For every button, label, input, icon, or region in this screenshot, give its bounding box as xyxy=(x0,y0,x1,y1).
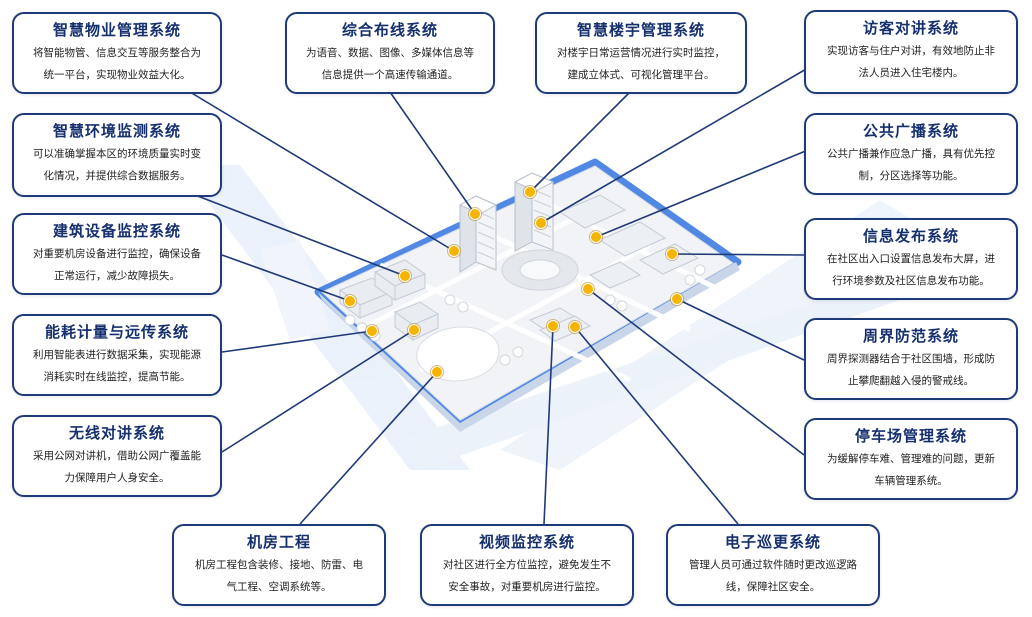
description-line: 周界探测器结合于社区围墙，形成防 xyxy=(827,353,995,365)
system-description: 周界探测器结合于社区围墙，形成防止攀爬翻越入侵的警戒线。 xyxy=(806,348,1016,392)
description-line: 利用智能表进行数据采集，实现能源 xyxy=(33,349,201,361)
system-description: 管理人员可通过软件随时更改巡逻路线，保障社区安全。 xyxy=(668,554,878,598)
description-line: 实现访客与住户对讲，有效地防止非 xyxy=(827,45,995,57)
system-title: 智慧物业管理系统 xyxy=(52,21,181,39)
description-line: 对社区进行全方位监控，避免发生不 xyxy=(443,559,611,571)
system-title: 综合布线系统 xyxy=(341,21,438,39)
system-card-visitor-intercom: 访客对讲系统实现访客与住户对讲，有效地防止非法人员进入住宅楼内。 xyxy=(804,10,1018,94)
system-title: 无线对讲系统 xyxy=(68,424,165,442)
description-line: 管理人员可通过软件随时更改巡逻路 xyxy=(689,559,857,571)
system-card-smart-building: 智慧楼宇管理系统对楼宇日常运营情况进行实时监控， 建成立体式、可视化管理平台。 xyxy=(535,12,747,94)
marker-dot-patrol xyxy=(569,321,581,333)
system-description: 对楼宇日常运营情况进行实时监控， 建成立体式、可视化管理平台。 xyxy=(537,42,745,86)
marker-dot-energy xyxy=(366,325,378,337)
system-title: 信息发布系统 xyxy=(862,227,959,245)
marker-dot-smart-property xyxy=(448,245,460,257)
description-line: 行环境参数及社区信息发布功能。 xyxy=(832,275,990,287)
system-card-environment: 智慧环境监测系统可以准确掌握本区的环境质量实时变化情况，并提供综合数据服务。 xyxy=(12,113,222,197)
description-line: 统一平台，实现物业效益大化。 xyxy=(43,69,191,81)
description-line: 将智能物管、信息交互等服务整合为 xyxy=(33,47,201,59)
system-title: 机房工程 xyxy=(246,533,311,551)
system-title: 建筑设备监控系统 xyxy=(52,222,181,240)
marker-dot-equipment xyxy=(344,295,356,307)
description-line: 机房工程包含装修、接地、防雷、电 xyxy=(195,559,363,571)
description-line: 为缓解停车难、管理难的问题，更新 xyxy=(827,453,995,465)
description-line: 车辆管理系统。 xyxy=(874,475,948,487)
system-title: 访客对讲系统 xyxy=(862,19,959,37)
marker-dot-smart-building xyxy=(524,186,536,198)
marker-dot-cabling xyxy=(469,208,481,220)
tower-2 xyxy=(513,172,555,252)
marker-dot-visitor-intercom xyxy=(535,217,547,229)
description-line: 建成立体式、可视化管理平台。 xyxy=(567,69,715,81)
description-line: 安全事故，对重要机房进行监控。 xyxy=(448,581,606,593)
system-card-smart-property: 智慧物业管理系统将智能物管、信息交互等服务整合为统一平台，实现物业效益大化。 xyxy=(12,12,222,94)
system-card-energy: 能耗计量与远传系统利用智能表进行数据采集，实现能源消耗实时在线监控，提高节能。 xyxy=(12,314,222,396)
system-description: 采用公网对讲机，借助公网广覆盖能力保障用户人身安全。 xyxy=(14,445,220,489)
system-title: 智慧楼宇管理系统 xyxy=(576,21,705,39)
system-description: 可以准确掌握本区的环境质量实时变化情况，并提供综合数据服务。 xyxy=(14,143,220,187)
marker-dot-wireless-intercom xyxy=(408,324,420,336)
tower-1 xyxy=(458,195,498,273)
system-description: 为缓解停车难、管理难的问题，更新车辆管理系统。 xyxy=(806,448,1016,492)
marker-dot-machine-room xyxy=(431,366,443,378)
system-title: 停车场管理系统 xyxy=(854,427,967,445)
system-card-machine-room: 机房工程机房工程包含装修、接地、防雷、电气工程、空调系统等。 xyxy=(172,524,386,606)
description-line: 在社区出入口设置信息发布大屏，进 xyxy=(827,253,995,265)
marker-dot-environment xyxy=(399,270,411,282)
system-description: 为语音、数据、图像、多媒体信息等信息提供一个高速传输通道。 xyxy=(287,42,493,86)
description-line: 止攀爬翻越入侵的警戒线。 xyxy=(848,375,974,387)
description-line: 可以准确掌握本区的环境质量实时变 xyxy=(33,148,201,160)
description-line: 化情况，并提供综合数据服务。 xyxy=(43,170,191,182)
system-card-equipment: 建筑设备监控系统对重要机房设备进行监控，确保设备正常运行，减少故障损失。 xyxy=(12,213,222,295)
system-title: 公共广播系统 xyxy=(862,122,959,140)
marker-dot-video xyxy=(547,320,559,332)
description-line: 信息提供一个高速传输通道。 xyxy=(321,69,459,81)
system-description: 实现访客与住户对讲，有效地防止非法人员进入住宅楼内。 xyxy=(806,40,1016,84)
system-description: 利用智能表进行数据采集，实现能源消耗实时在线监控，提高节能。 xyxy=(14,344,220,388)
system-card-broadcast: 公共广播系统公共广播兼作应急广播，具有优先控制，分区选择等功能。 xyxy=(804,113,1018,195)
marker-dot-perimeter xyxy=(671,293,683,305)
system-title: 视频监控系统 xyxy=(478,533,575,551)
description-line: 线，保障社区安全。 xyxy=(725,581,821,593)
description-line: 法人员进入住宅楼内。 xyxy=(858,67,964,79)
description-line: 采用公网对讲机，借助公网广覆盖能 xyxy=(33,450,201,462)
description-line: 气工程、空调系统等。 xyxy=(226,581,332,593)
system-card-perimeter: 周界防范系统周界探测器结合于社区围墙，形成防止攀爬翻越入侵的警戒线。 xyxy=(804,318,1018,400)
system-card-video: 视频监控系统对社区进行全方位监控，避免发生不安全事故，对重要机房进行监控。 xyxy=(420,524,634,606)
description-line: 公共广播兼作应急广播，具有优先控 xyxy=(827,148,995,160)
system-title: 周界防范系统 xyxy=(862,327,959,345)
marker-dot-broadcast xyxy=(590,231,602,243)
description-line: 对楼宇日常运营情况进行实时监控， xyxy=(557,47,725,59)
marker-dot-info-release xyxy=(666,248,678,260)
description-line: 制，分区选择等功能。 xyxy=(858,170,964,182)
system-card-cabling: 综合布线系统为语音、数据、图像、多媒体信息等信息提供一个高速传输通道。 xyxy=(285,12,495,94)
description-line: 消耗实时在线监控，提高节能。 xyxy=(43,371,191,383)
system-description: 对重要机房设备进行监控，确保设备正常运行，减少故障损失。 xyxy=(14,243,220,287)
system-description: 公共广播兼作应急广播，具有优先控制，分区选择等功能。 xyxy=(806,143,1016,187)
system-card-parking: 停车场管理系统为缓解停车难、管理难的问题，更新车辆管理系统。 xyxy=(804,418,1018,500)
system-title: 能耗计量与远传系统 xyxy=(44,323,189,341)
marker-dot-parking xyxy=(582,283,594,295)
system-description: 对社区进行全方位监控，避免发生不安全事故，对重要机房进行监控。 xyxy=(422,554,632,598)
system-card-wireless-intercom: 无线对讲系统采用公网对讲机，借助公网广覆盖能力保障用户人身安全。 xyxy=(12,415,222,497)
description-line: 对重要机房设备进行监控，确保设备 xyxy=(33,248,201,260)
system-description: 机房工程包含装修、接地、防雷、电气工程、空调系统等。 xyxy=(174,554,384,598)
system-description: 将智能物管、信息交互等服务整合为统一平台，实现物业效益大化。 xyxy=(14,42,220,86)
system-card-patrol: 电子巡更系统管理人员可通过软件随时更改巡逻路线，保障社区安全。 xyxy=(666,524,880,606)
description-line: 力保障用户人身安全。 xyxy=(64,472,170,484)
system-card-info-release: 信息发布系统在社区出入口设置信息发布大屏，进行环境参数及社区信息发布功能。 xyxy=(804,218,1018,300)
description-line: 正常运行，减少故障损失。 xyxy=(54,270,180,282)
system-title: 电子巡更系统 xyxy=(724,533,821,551)
system-title: 智慧环境监测系统 xyxy=(52,122,181,140)
system-description: 在社区出入口设置信息发布大屏，进行环境参数及社区信息发布功能。 xyxy=(806,248,1016,292)
description-line: 为语音、数据、图像、多媒体信息等 xyxy=(306,47,474,59)
